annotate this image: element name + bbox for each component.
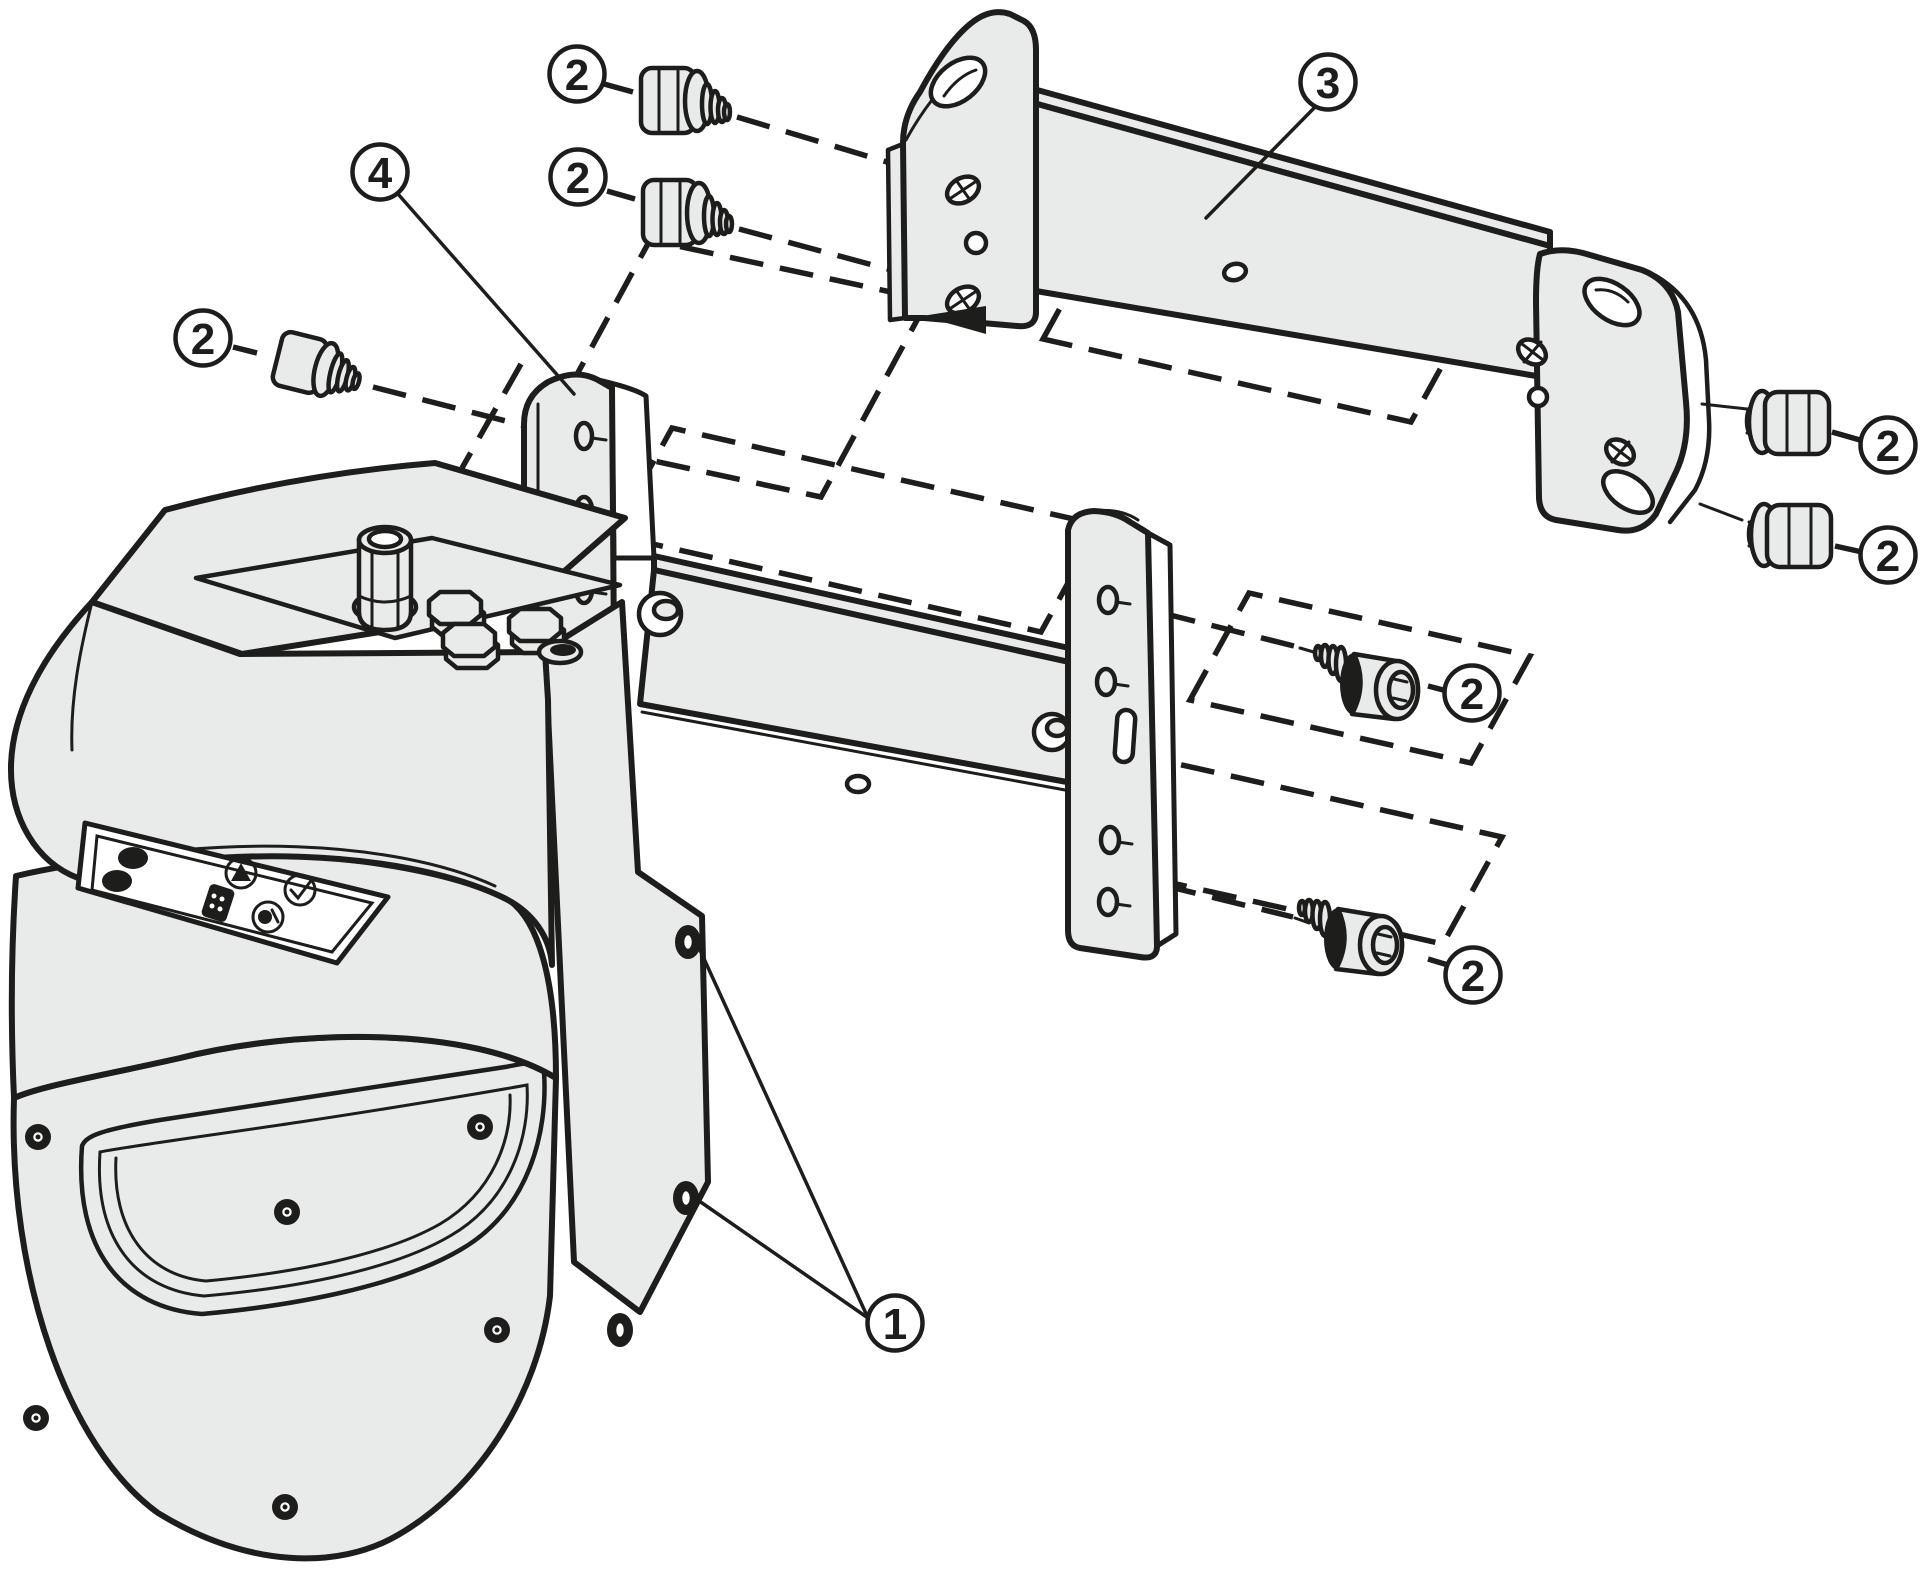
callout-bracket-top: 3 (1298, 52, 1358, 112)
callout-leader-lines (396, 101, 1321, 1320)
bracket-top-bar-face (1027, 99, 1553, 381)
callout-label: 4 (368, 149, 393, 198)
blind-plugs (429, 592, 584, 668)
seven-segment-display (201, 884, 235, 922)
callout-label: 2 (1460, 670, 1484, 719)
scanner-screw-bosses (23, 1114, 510, 1520)
callout-label: 2 (1461, 952, 1485, 1001)
callout-screw-left: 2 (173, 308, 233, 368)
ok-check-led-icon (283, 873, 317, 907)
callout-label: 2 (1876, 532, 1900, 581)
scanner-optics-window (78, 1060, 547, 1317)
socket-screw-lower (1296, 897, 1405, 977)
hex-screw-right-upper (1744, 388, 1832, 457)
callout-scanner-mounting-points: 1 (865, 1293, 925, 1353)
callout-screw-topleft-lower: 2 (548, 147, 608, 207)
scanner-base (10, 1033, 559, 1562)
callout-screw-socket-upper: 2 (1442, 663, 1502, 723)
callout-screw-right-upper: 2 (1858, 415, 1918, 475)
hex-screw-right-lower (1746, 501, 1834, 570)
cheese-head-screw-left (270, 329, 362, 399)
callout-label: 2 (1876, 422, 1900, 471)
callout-label: 2 (566, 154, 590, 203)
callout-bracket-middle: 4 (350, 142, 410, 202)
fixing-screws (270, 65, 1834, 977)
callout-label: 1 (883, 1300, 907, 1349)
callout-screw-topleft-upper: 2 (547, 44, 607, 104)
led-indicator-icon (118, 847, 148, 869)
callout-label: 2 (191, 315, 215, 364)
led-display-panel (75, 820, 391, 966)
callout-label: 3 (1316, 59, 1340, 108)
bracket-middle-right-upright (1065, 508, 1160, 961)
callout-screw-socket-lower: 2 (1443, 945, 1503, 1005)
socket-screw-upper (1312, 642, 1421, 722)
laser-scanner (7, 460, 711, 1562)
led-indicator-icon (102, 870, 132, 892)
callout-label: 2 (565, 51, 589, 100)
callout-bubbles: 2 2 2 3 4 2 2 2 (173, 44, 1918, 1353)
status-led-icon (251, 900, 285, 934)
bracket-top-right-plate (1533, 247, 1690, 534)
flange-screw-top-lower (640, 177, 735, 248)
warning-led-icon (224, 856, 258, 890)
cable-gland (351, 524, 419, 633)
flange-screw-top-upper (638, 65, 733, 136)
scanner-rear-mounting-lugs (607, 925, 701, 1347)
callout-screw-right-lower: 2 (1858, 525, 1918, 585)
mounting-bracket-top (885, 9, 1712, 534)
